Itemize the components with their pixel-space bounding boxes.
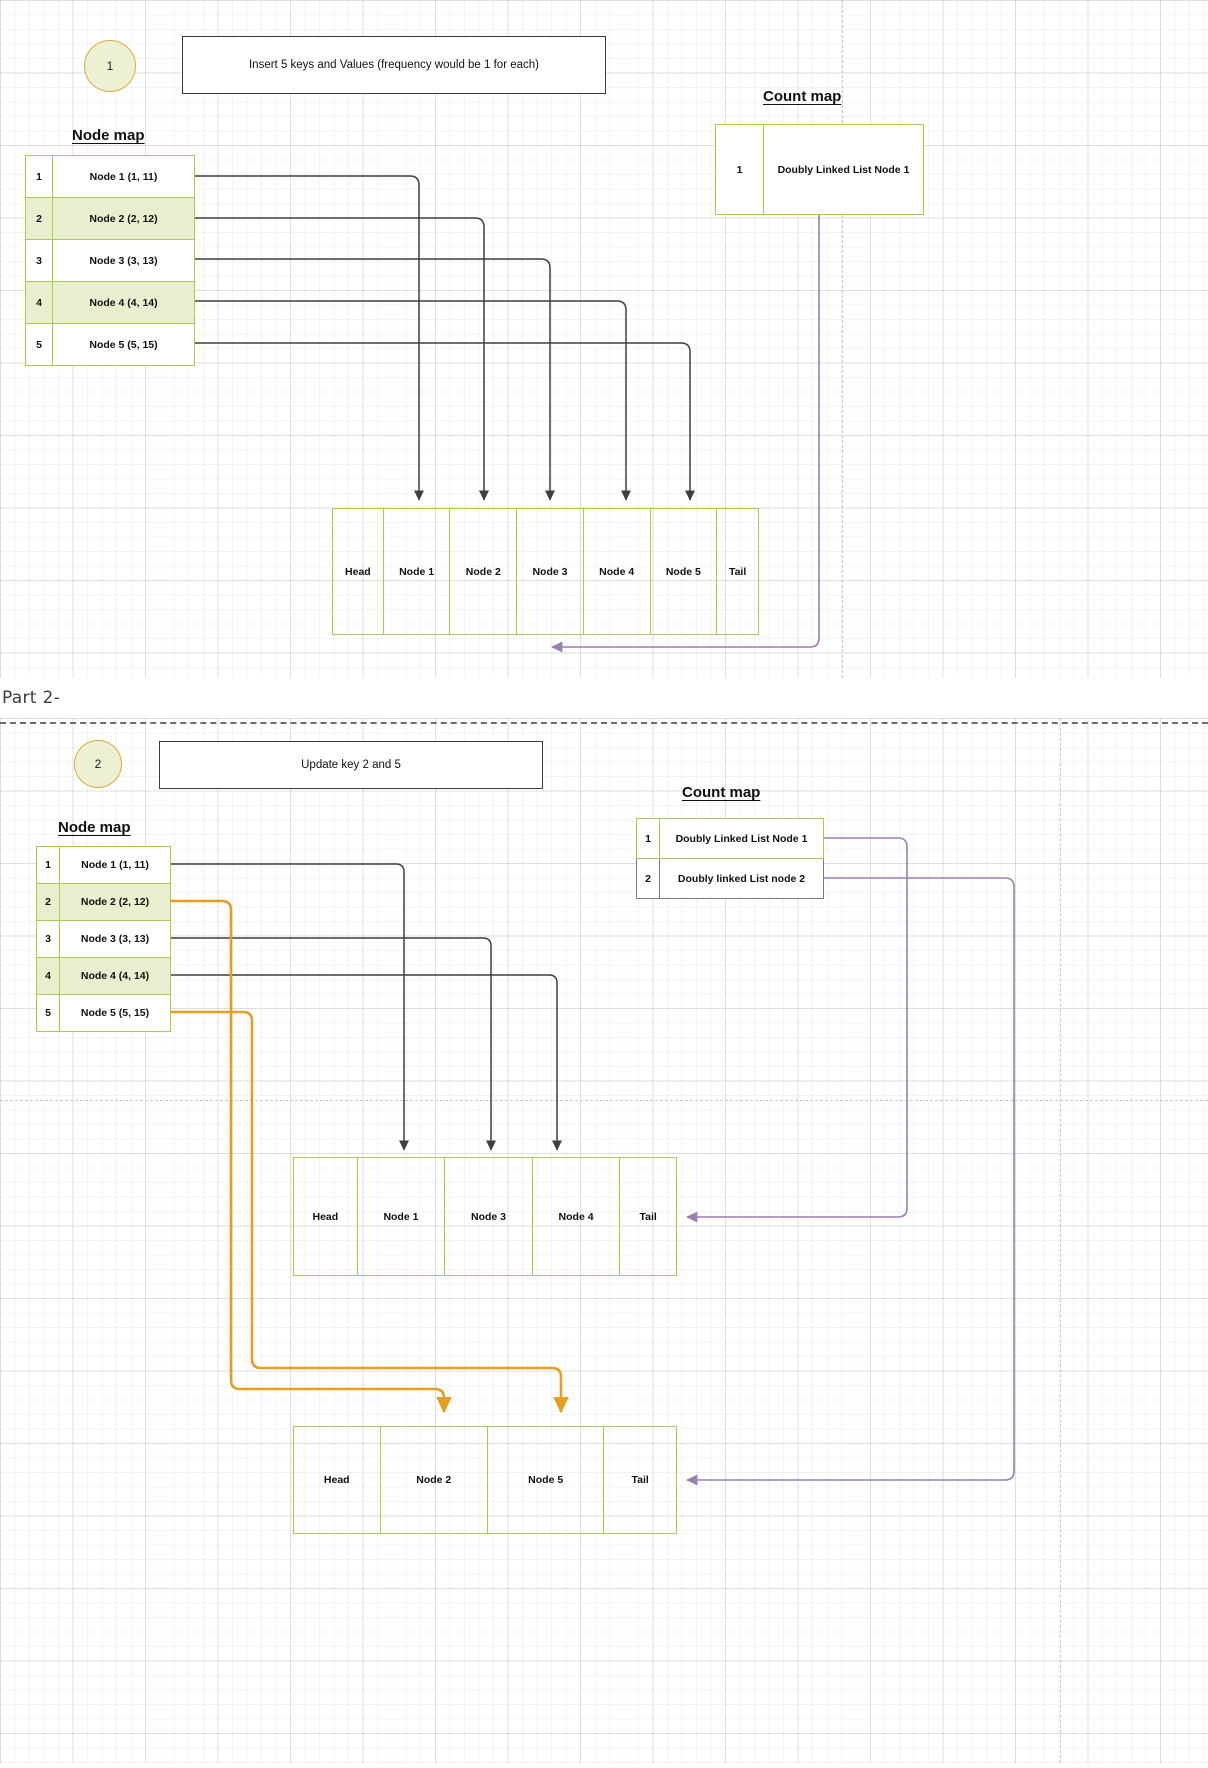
step-badge-2: 2	[74, 740, 122, 788]
dll-cell-node3: Node 3	[517, 509, 584, 634]
node-map-title-part2: Node map	[58, 819, 131, 836]
dll-cell-node2: Node 2	[450, 509, 518, 634]
node-map-table-part2: 1 Node 1 (1, 11) 2 Node 2 (2, 12) 3 Node…	[36, 846, 171, 1032]
node-map-key: 3	[36, 920, 60, 958]
node-map-key: 2	[36, 883, 60, 921]
count-map-title-part2: Count map	[682, 784, 761, 801]
count-map-key: 1	[715, 124, 764, 215]
table-row: 2 Node 2 (2, 12)	[25, 197, 195, 240]
count-map-table-part1: 1 Doubly Linked List Node 1	[715, 124, 924, 215]
node-map-value: Node 4 (4, 14)	[52, 281, 195, 324]
table-row: 1 Node 1 (1, 11)	[25, 155, 195, 198]
node-map-table-part1: 1 Node 1 (1, 11) 2 Node 2 (2, 12) 3 Node…	[25, 155, 195, 366]
table-row: 4 Node 4 (4, 14)	[25, 281, 195, 324]
table-row: 3 Node 3 (3, 13)	[25, 239, 195, 282]
doubly-linked-list-freq1-part2: Head Node 1 Node 3 Node 4 Tail	[293, 1157, 677, 1276]
node-map-value: Node 4 (4, 14)	[59, 957, 171, 995]
node-map-value: Node 5 (5, 15)	[59, 994, 171, 1032]
node-map-key: 5	[36, 994, 60, 1032]
dll-cell-head: Head	[333, 509, 384, 634]
node-map-title-part1: Node map	[72, 127, 145, 144]
node-map-value: Node 3 (3, 13)	[52, 239, 195, 282]
dll-cell-node1: Node 1	[358, 1158, 446, 1275]
doubly-linked-list-part1: Head Node 1 Node 2 Node 3 Node 4 Node 5 …	[332, 508, 759, 635]
dll-cell-node3: Node 3	[445, 1158, 533, 1275]
count-map-key: 1	[636, 818, 660, 859]
count-map-key: 2	[636, 858, 660, 899]
doubly-linked-list-freq2-part2: Head Node 2 Node 5 Tail	[293, 1426, 677, 1534]
count-map-value: Doubly Linked List Node 1	[763, 124, 924, 215]
note-box-part1-label: Insert 5 keys and Values (frequency woul…	[248, 59, 539, 71]
count-map-table-part2: 1 Doubly Linked List Node 1 2 Doubly lin…	[636, 818, 824, 899]
page-guide-vertical-part1	[842, 0, 843, 678]
node-map-value: Node 2 (2, 12)	[59, 883, 171, 921]
dll-cell-node5: Node 5	[488, 1427, 605, 1533]
dll-cell-node4: Node 4	[533, 1158, 621, 1275]
node-map-key: 1	[25, 155, 53, 198]
table-row: 4 Node 4 (4, 14)	[36, 957, 171, 995]
node-map-value: Node 1 (1, 11)	[59, 846, 171, 884]
table-row: 5 Node 5 (5, 15)	[36, 994, 171, 1032]
node-map-key: 3	[25, 239, 53, 282]
table-row: 2 Node 2 (2, 12)	[36, 883, 171, 921]
note-box-part2-label: Update key 2 and 5	[301, 759, 401, 771]
dll-cell-head: Head	[294, 1158, 358, 1275]
dll-cell-node1: Node 1	[384, 509, 451, 634]
node-map-value: Node 2 (2, 12)	[52, 197, 195, 240]
section-divider	[0, 722, 1208, 724]
dll-cell-tail: Tail	[631, 1474, 649, 1486]
page-guide-vertical-part2	[1060, 718, 1061, 1763]
step-badge-2-label: 2	[94, 757, 102, 771]
count-map-value: Doubly linked List node 2	[659, 858, 824, 899]
part-2-label: Part 2-	[2, 688, 61, 708]
dll-cell-tail: Tail	[728, 565, 747, 578]
table-row: 1 Doubly Linked List Node 1	[636, 818, 824, 859]
table-row: 1 Node 1 (1, 11)	[36, 846, 171, 884]
page-guide-horizontal-part2	[0, 1100, 1208, 1101]
table-row: 3 Node 3 (3, 13)	[36, 920, 171, 958]
node-map-key: 4	[25, 281, 53, 324]
node-map-key: 1	[36, 846, 60, 884]
count-map-title-part1: Count map	[763, 88, 842, 105]
table-row: 1 Doubly Linked List Node 1	[715, 124, 924, 215]
node-map-value: Node 3 (3, 13)	[59, 920, 171, 958]
node-map-value: Node 5 (5, 15)	[52, 323, 195, 366]
dll-cell-tail: Tail	[639, 1210, 657, 1223]
node-map-key: 2	[25, 197, 53, 240]
dll-cell-node4: Node 4	[584, 509, 651, 634]
dll-cell-node5: Node 5	[651, 509, 718, 634]
dll-cell-head: Head	[294, 1427, 381, 1533]
note-box-part2: Update key 2 and 5	[159, 741, 543, 789]
node-map-key: 5	[25, 323, 53, 366]
note-box-part1: Insert 5 keys and Values (frequency woul…	[182, 36, 606, 94]
count-map-value: Doubly Linked List Node 1	[659, 818, 824, 859]
table-row: 2 Doubly linked List node 2	[636, 858, 824, 899]
node-map-value: Node 1 (1, 11)	[52, 155, 195, 198]
node-map-key: 4	[36, 957, 60, 995]
step-badge-1: 1	[84, 40, 136, 92]
step-badge-1-label: 1	[106, 59, 114, 73]
table-row: 5 Node 5 (5, 15)	[25, 323, 195, 366]
dll-cell-node2: Node 2	[381, 1427, 488, 1533]
